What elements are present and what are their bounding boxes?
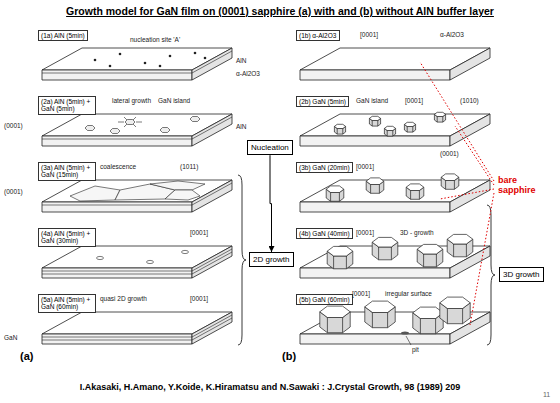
step-label-box: (5a) AlN (5min) + GaN (60min) <box>38 294 96 313</box>
gan-prisms-medium <box>326 174 459 201</box>
part-label: coalescence <box>100 163 136 170</box>
gan-islands <box>85 117 200 134</box>
part-label: (0001) <box>4 188 23 195</box>
box-text: (1a) AlN (5min) <box>41 32 85 39</box>
part-label: lateral growth <box>112 97 151 104</box>
part-label: (0001) <box>440 150 459 157</box>
brace <box>487 205 495 345</box>
substrate-slabs-a <box>42 48 232 344</box>
part-label: 3D - growth <box>400 229 434 236</box>
stage-box: Nucleation <box>247 140 293 155</box>
bare-sapphire-leaders <box>420 62 494 325</box>
part-label: GaN island <box>158 97 190 104</box>
part-label: [0001] <box>190 295 208 302</box>
part-label: pit <box>412 346 419 353</box>
box-text: (5a) AlN (5min) + GaN (60min) <box>41 296 93 311</box>
panel-letter: (a) <box>20 350 33 362</box>
coalescing-grains <box>70 181 205 201</box>
part-label: α-Al2O3 <box>440 31 464 38</box>
box-text: (3b) GaN (20min) <box>299 164 350 171</box>
nucleation-dots <box>94 52 207 68</box>
box-text: Nucleation <box>251 143 289 152</box>
annotation-note: bare sapphire <box>498 176 550 196</box>
step-label-box: (2b) GaN (5min) <box>296 96 349 107</box>
gan-prisms-small <box>334 112 445 136</box>
panel-letter: (b) <box>282 350 296 362</box>
step-label-box: (4a) AlN (5min) + GaN (30min) <box>38 228 96 247</box>
box-text: 2D growth <box>253 255 290 264</box>
part-label: α-Al2O3 <box>236 70 260 77</box>
stage-box: 3D growth <box>499 267 544 282</box>
step-label-box: (3b) GaN (20min) <box>296 162 353 173</box>
box-text: (2b) GaN (5min) <box>299 98 346 105</box>
part-label: AlN <box>236 123 246 130</box>
part-label: GaN <box>4 334 17 341</box>
part-label: (0001) <box>4 122 23 129</box>
part-label: [0001] <box>190 229 208 236</box>
step-label-box: (1a) AlN (5min) <box>38 30 88 41</box>
part-label: [0001] <box>356 229 374 236</box>
part-label: [0001] <box>352 290 370 297</box>
box-text: (5b) GaN (60min) <box>299 296 350 303</box>
part-label: nucleation site 'A' <box>130 36 180 43</box>
flow-arrow <box>270 155 272 252</box>
box-text: (4a) AlN (5min) + GaN (30min) <box>41 230 93 245</box>
surface-pits <box>97 250 189 263</box>
stage-box: 2D growth <box>249 252 294 267</box>
step-label-box: (3a) AlN (5min) + GaN (15min) <box>38 162 96 181</box>
step-label-box: (4b) GaN (40min) <box>296 228 353 239</box>
box-text: (3a) AlN (5min) + GaN (15min) <box>41 164 93 179</box>
part-label: GaN island <box>356 97 388 104</box>
step-label-box: (1b) α-Al2O3 <box>296 30 340 41</box>
gan-prisms-large <box>327 234 473 268</box>
part-label: AlN <box>236 57 246 64</box>
slide-number: 11 <box>543 391 550 399</box>
box-text: (1b) α-Al2O3 <box>299 32 337 39</box>
part-label: [0001] <box>360 31 378 38</box>
step-label-box: (5b) GaN (60min) <box>296 294 353 305</box>
part-label: [0001] <box>405 97 423 104</box>
part-label: (1011) <box>180 163 198 170</box>
slide-title: Growth model for GaN film on (0001) sapp… <box>8 5 552 18</box>
box-text: 3D growth <box>503 270 540 279</box>
substrate-slabs-b <box>300 48 490 344</box>
part-label: irregular surface <box>385 290 432 297</box>
part-label: [0001] <box>356 163 374 170</box>
layer-lines <box>42 51 232 340</box>
part-label: (1010) <box>460 97 479 104</box>
step-label-box: (2a) AlN (5min) + GaN (5min) <box>38 96 96 115</box>
box-text: (4b) GaN (40min) <box>299 230 350 237</box>
part-label: quasi 2D growth <box>100 295 147 302</box>
box-text: (2a) AlN (5min) + GaN (5min) <box>41 98 93 113</box>
brace <box>238 175 246 345</box>
citation-caption: I.Akasaki, H.Amano, Y.Koide, K.Hiramatsu… <box>10 382 530 393</box>
